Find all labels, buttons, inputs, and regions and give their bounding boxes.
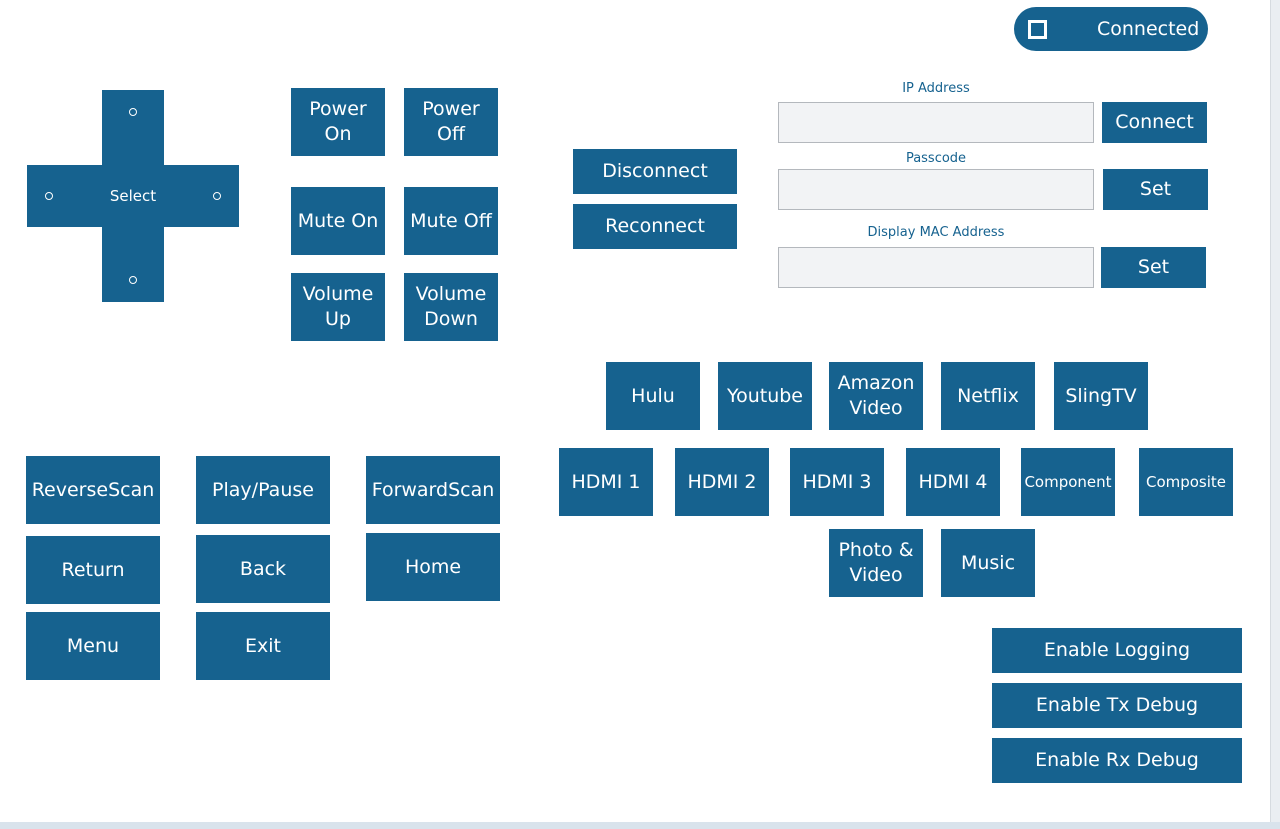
ip-address-label: IP Address: [902, 81, 970, 96]
dpad-down-button[interactable]: [129, 276, 137, 284]
exit-button[interactable]: Exit: [196, 612, 330, 680]
passcode-input[interactable]: [778, 169, 1094, 210]
app-hulu-button[interactable]: Hulu: [606, 362, 700, 430]
vertical-scrollbar[interactable]: [1270, 0, 1280, 822]
passcode-label: Passcode: [905, 151, 967, 166]
dpad-horizontal-arm: [27, 165, 239, 227]
bottom-window-border: [0, 822, 1280, 829]
app-youtube-button[interactable]: Youtube: [718, 362, 812, 430]
power-off-button[interactable]: Power Off: [404, 88, 498, 156]
return-button[interactable]: Return: [26, 536, 160, 604]
app-slingtv-button[interactable]: SlingTV: [1054, 362, 1148, 430]
back-button[interactable]: Back: [196, 535, 330, 603]
checkbox-icon: [1028, 19, 1047, 39]
ip-connect-button[interactable]: Connect: [1102, 102, 1207, 143]
input-hdmi2-button[interactable]: HDMI 2: [675, 448, 769, 516]
dpad-select-button[interactable]: Select: [109, 187, 157, 205]
reconnect-button[interactable]: Reconnect: [573, 204, 737, 249]
ip-address-input[interactable]: [778, 102, 1094, 143]
volume-down-button[interactable]: Volume Down: [404, 273, 498, 341]
connection-status-label: Connected: [1097, 18, 1200, 40]
forward-scan-button[interactable]: ForwardScan: [366, 456, 500, 524]
input-component-button[interactable]: Component: [1021, 448, 1115, 516]
dpad-right-button[interactable]: [213, 192, 221, 200]
input-hdmi1-button[interactable]: HDMI 1: [559, 448, 653, 516]
passcode-set-button[interactable]: Set: [1103, 169, 1208, 210]
menu-button[interactable]: Menu: [26, 612, 160, 680]
mute-off-button[interactable]: Mute Off: [404, 187, 498, 255]
disconnect-button[interactable]: Disconnect: [573, 149, 737, 194]
power-on-button[interactable]: Power On: [291, 88, 385, 156]
app-netflix-button[interactable]: Netflix: [941, 362, 1035, 430]
volume-up-button[interactable]: Volume Up: [291, 273, 385, 341]
play-pause-button[interactable]: Play/Pause: [196, 456, 330, 524]
input-composite-button[interactable]: Composite: [1139, 448, 1233, 516]
enable-rx-debug-button[interactable]: Enable Rx Debug: [992, 738, 1242, 783]
connection-status-toggle[interactable]: Connected: [1014, 7, 1208, 51]
mac-address-input[interactable]: [778, 247, 1094, 288]
input-hdmi3-button[interactable]: HDMI 3: [790, 448, 884, 516]
dpad-left-button[interactable]: [45, 192, 53, 200]
mac-set-button[interactable]: Set: [1101, 247, 1206, 288]
input-hdmi4-button[interactable]: HDMI 4: [906, 448, 1000, 516]
enable-logging-button[interactable]: Enable Logging: [992, 628, 1242, 673]
mac-address-label: Display MAC Address: [867, 225, 1005, 240]
mute-on-button[interactable]: Mute On: [291, 187, 385, 255]
dpad-up-button[interactable]: [129, 108, 137, 116]
media-music-button[interactable]: Music: [941, 529, 1035, 597]
media-photo-video-button[interactable]: Photo & Video: [829, 529, 923, 597]
reverse-scan-button[interactable]: ReverseScan: [26, 456, 160, 524]
app-amazon-video-button[interactable]: Amazon Video: [829, 362, 923, 430]
home-button[interactable]: Home: [366, 533, 500, 601]
enable-tx-debug-button[interactable]: Enable Tx Debug: [992, 683, 1242, 728]
